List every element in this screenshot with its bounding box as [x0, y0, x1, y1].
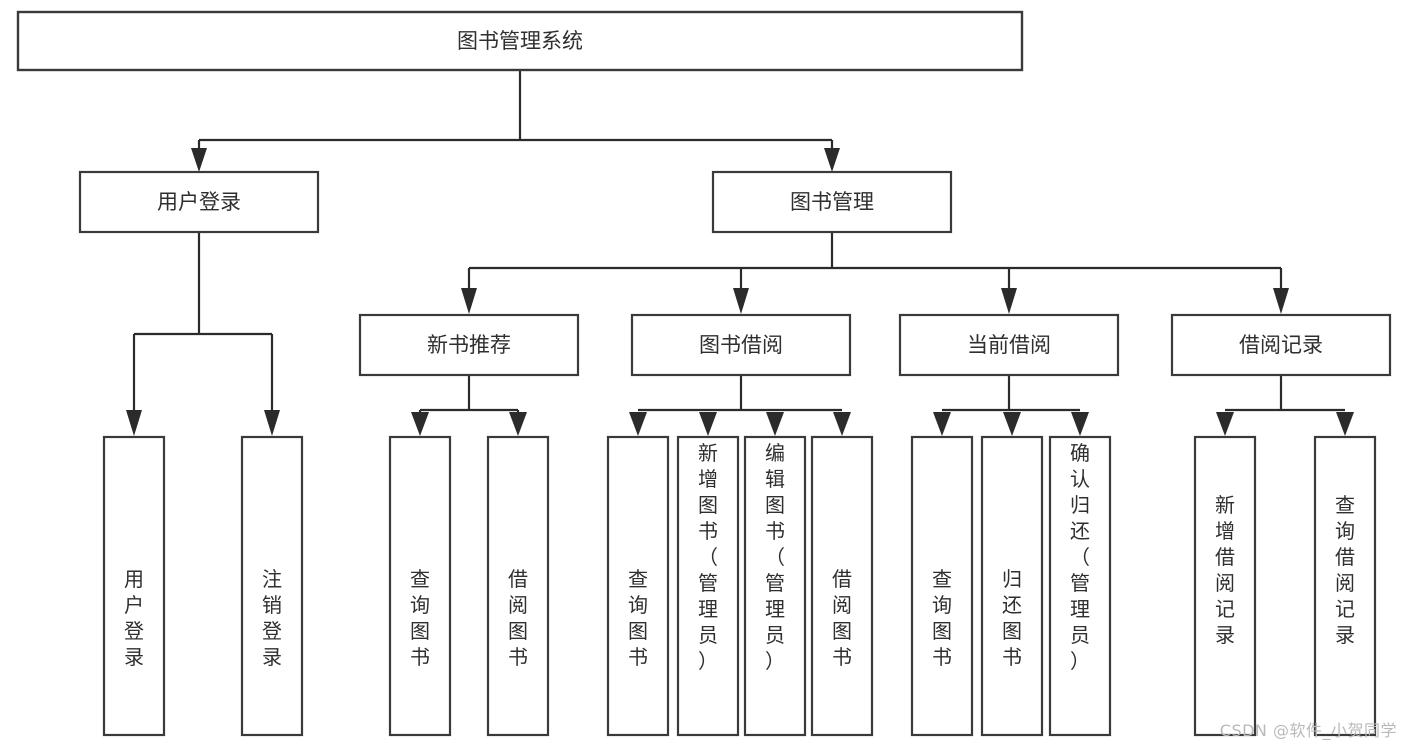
node-new-book-recommend-box[interactable]: [358, 313, 580, 377]
leaf-borrow-book-2-label: 借阅图书: [832, 567, 852, 669]
leaf-borrow-book-2[interactable]: 借阅图书: [810, 435, 874, 737]
arrow-head-leaf-query-record: [1336, 412, 1354, 436]
leaf-user-logout-box[interactable]: [240, 435, 304, 737]
node-new-book-recommend[interactable]: 新书推荐: [358, 313, 580, 377]
node-borrow-record-label: 借阅记录: [1239, 333, 1323, 357]
leaf-query-book-3-box[interactable]: [910, 435, 974, 737]
node-borrow-record-box[interactable]: [1170, 313, 1392, 377]
leaf-user-logout-label: 注销登录: [262, 567, 282, 669]
node-user-login-label: 用户登录: [157, 190, 241, 214]
node-root-label: 图书管理系统: [457, 29, 583, 53]
arrow-head-leaf-borrow-book-1: [509, 412, 527, 436]
leaf-user-logout[interactable]: 注销登录: [240, 435, 304, 737]
leaf-add-book-label: 新增图书（管理员）: [698, 441, 718, 673]
leaf-query-book-1-label: 查询图书: [410, 567, 430, 669]
node-book-borrow[interactable]: 图书借阅: [630, 313, 852, 377]
leaf-query-book-2-box[interactable]: [606, 435, 670, 737]
node-book-manage[interactable]: 图书管理: [711, 170, 953, 234]
leaf-return-book[interactable]: 归还图书: [980, 435, 1044, 737]
node-root-box[interactable]: [16, 10, 1024, 72]
leaf-query-record-label: 查询借阅记录: [1335, 493, 1355, 647]
leaf-add-record-label: 新增借阅记录: [1215, 493, 1235, 647]
leaf-borrow-book-2-box[interactable]: [810, 435, 874, 737]
leaf-query-book-1-box[interactable]: [388, 435, 452, 737]
arrow-head-borrow-record: [1273, 288, 1289, 314]
leaf-edit-book-box[interactable]: [743, 435, 807, 737]
node-current-borrow-box[interactable]: [898, 313, 1120, 377]
leaf-query-book-2[interactable]: 查询图书: [606, 435, 670, 737]
leaf-user-login[interactable]: 用户登录: [102, 435, 166, 737]
leaf-return-book-label: 归还图书: [1002, 567, 1022, 669]
node-borrow-record[interactable]: 借阅记录: [1170, 313, 1392, 377]
leaf-edit-book[interactable]: 编辑图书（管理员）: [743, 435, 807, 737]
leaf-add-book-box[interactable]: [676, 435, 740, 737]
arrow-head-leaf-edit-book: [766, 412, 784, 436]
connectors-layer: [126, 70, 1354, 436]
arrow-head-leaf-query-book-1: [411, 412, 429, 436]
node-user-login-box[interactable]: [78, 170, 320, 234]
leaf-query-book-3-label: 查询图书: [932, 567, 952, 669]
leaf-confirm-return[interactable]: 确认归还（管理员）: [1048, 435, 1112, 737]
leaf-add-record[interactable]: 新增借阅记录: [1193, 435, 1257, 737]
leaf-return-book-box[interactable]: [980, 435, 1044, 737]
node-current-borrow-label: 当前借阅: [967, 333, 1051, 357]
node-current-borrow[interactable]: 当前借阅: [898, 313, 1120, 377]
arrow-head-leaf-add-record: [1216, 412, 1234, 436]
arrow-head-leaf-user-login: [126, 410, 142, 436]
arrow-head-leaf-query-book-2: [629, 412, 647, 436]
leaf-borrow-book-1-label: 借阅图书: [508, 567, 528, 669]
arrow-head-current-borrow: [1001, 288, 1017, 314]
leaf-user-login-box[interactable]: [102, 435, 166, 737]
arrow-head-leaf-confirm-return: [1071, 412, 1089, 436]
node-root[interactable]: 图书管理系统: [16, 10, 1024, 72]
leaf-query-book-1[interactable]: 查询图书: [388, 435, 452, 737]
node-book-manage-label: 图书管理: [790, 190, 874, 214]
arrow-head-leaf-user-logout: [264, 410, 280, 436]
leaf-user-login-label: 用户登录: [124, 567, 144, 669]
arrow-head-leaf-return-book: [1003, 412, 1021, 436]
leaf-query-record-box[interactable]: [1313, 435, 1377, 737]
leaf-query-book-2-label: 查询图书: [628, 567, 648, 669]
node-user-login[interactable]: 用户登录: [78, 170, 320, 234]
leaf-confirm-return-label: 确认归还（管理员）: [1070, 441, 1090, 673]
arrow-head-leaf-add-book: [699, 412, 717, 436]
arrow-head-leaf-borrow-book-2: [833, 412, 851, 436]
leaf-query-book-3[interactable]: 查询图书: [910, 435, 974, 737]
arrow-head-book-borrow: [733, 288, 749, 314]
node-book-manage-box[interactable]: [711, 170, 953, 234]
leaf-borrow-book-1-box[interactable]: [486, 435, 550, 737]
node-book-borrow-box[interactable]: [630, 313, 852, 377]
leaf-add-book[interactable]: 新增图书（管理员）: [676, 435, 740, 737]
leaf-query-record[interactable]: 查询借阅记录: [1313, 435, 1377, 737]
leaf-edit-book-label: 编辑图书（管理员）: [765, 441, 785, 673]
node-book-borrow-label: 图书借阅: [699, 333, 783, 357]
node-new-book-recommend-label: 新书推荐: [427, 333, 511, 357]
arrow-head-book-manage: [824, 148, 840, 172]
arrow-head-leaf-query-book-3: [933, 412, 951, 436]
leaf-add-record-box[interactable]: [1193, 435, 1257, 737]
leaf-confirm-return-box[interactable]: [1048, 435, 1112, 737]
arrow-head-new-book-recommend: [461, 288, 477, 314]
leaf-borrow-book-1[interactable]: 借阅图书: [486, 435, 550, 737]
arrow-head-user-login: [191, 148, 207, 172]
